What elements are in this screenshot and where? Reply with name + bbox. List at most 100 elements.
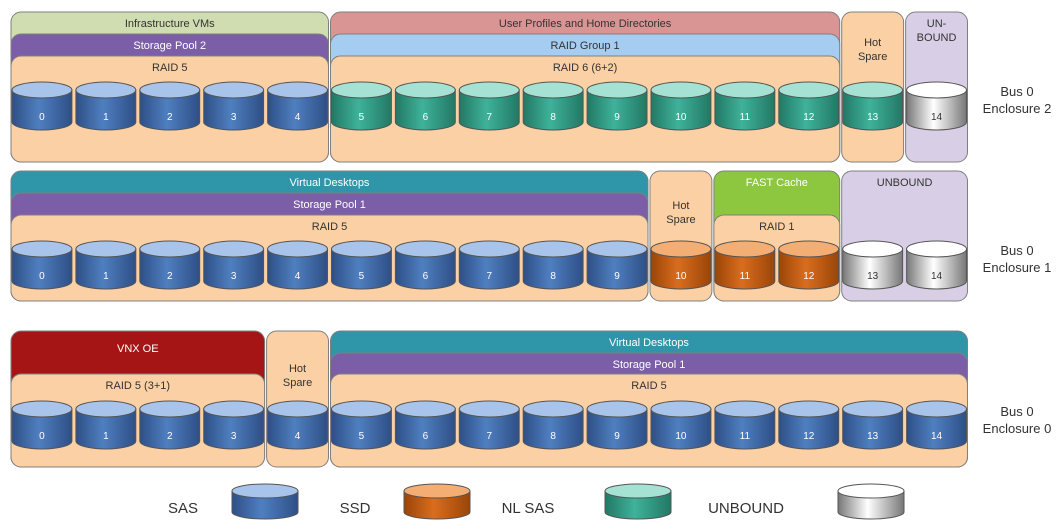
disk-10[interactable]: 10	[650, 240, 712, 290]
disk-number: 8	[550, 271, 556, 282]
disk-body	[906, 248, 967, 290]
disk-11[interactable]: 11	[714, 400, 776, 450]
disk-6[interactable]: 6	[394, 400, 456, 450]
disk-9[interactable]: 9	[586, 81, 648, 131]
disk-0[interactable]: 0	[11, 81, 73, 131]
disk-7[interactable]: 7	[458, 400, 520, 450]
disk-top	[11, 400, 73, 418]
disk-1[interactable]: 1	[75, 240, 137, 290]
disk-top	[714, 240, 776, 258]
disk-number: 10	[675, 271, 687, 282]
region-label: User Profiles and Home Directories	[499, 18, 672, 30]
disk-body	[331, 89, 392, 131]
disk-3[interactable]: 3	[203, 240, 265, 290]
disk-top	[650, 240, 712, 258]
disk-number: 5	[359, 112, 365, 123]
disk-body	[394, 408, 456, 450]
disk-3[interactable]: 3	[203, 400, 265, 450]
disk-top	[267, 240, 328, 258]
disk-2[interactable]: 2	[139, 400, 201, 450]
disk-11[interactable]: 11	[714, 240, 776, 290]
disk-number: 7	[486, 112, 492, 123]
disk-number: 2	[167, 271, 173, 282]
disk-body	[394, 248, 456, 290]
disk-number: 3	[231, 112, 237, 123]
disk-11[interactable]: 11	[714, 81, 776, 131]
disk-12[interactable]: 12	[778, 240, 840, 290]
disk-5[interactable]: 5	[331, 240, 392, 290]
region-box	[330, 55, 841, 163]
disk-9[interactable]: 9	[586, 240, 648, 290]
disk-9[interactable]: 9	[586, 400, 648, 450]
disk-1[interactable]: 1	[75, 400, 137, 450]
legend-disk-top	[604, 483, 672, 499]
disk-6[interactable]: 6	[394, 240, 456, 290]
disk-4[interactable]: 4	[267, 81, 328, 131]
region-label: RAID 1	[759, 221, 794, 233]
disk-body	[11, 89, 73, 131]
disk-number: 5	[359, 271, 365, 282]
disk-8[interactable]: 8	[522, 400, 584, 450]
enclosure-label-line: Bus 0	[1000, 243, 1033, 258]
disk-7[interactable]: 7	[458, 240, 520, 290]
disk-number: 1	[103, 271, 109, 282]
disk-body	[714, 248, 776, 290]
disk-top	[11, 81, 73, 99]
disk-5[interactable]: 5	[331, 81, 392, 131]
disk-top	[394, 400, 456, 418]
disk-4[interactable]: 4	[267, 400, 328, 450]
disk-top	[394, 240, 456, 258]
disk-8[interactable]: 8	[522, 81, 584, 131]
disk-6[interactable]: 6	[394, 81, 456, 131]
disk-body	[842, 89, 904, 131]
disk-12[interactable]: 12	[778, 81, 840, 131]
disk-body	[331, 408, 392, 450]
disk-4[interactable]: 4	[267, 240, 328, 290]
disk-0[interactable]: 0	[11, 400, 73, 450]
disk-0[interactable]: 0	[11, 240, 73, 290]
disk-body	[75, 89, 137, 131]
region-label: Virtual Desktops	[609, 337, 689, 349]
disk-12[interactable]: 12	[778, 400, 840, 450]
disk-body	[139, 408, 201, 450]
disk-14[interactable]: 14	[906, 240, 967, 290]
disk-1[interactable]: 1	[75, 81, 137, 131]
disk-number: 3	[231, 271, 237, 282]
disk-body	[778, 408, 840, 450]
disk-body	[650, 89, 712, 131]
disk-13[interactable]: 13	[842, 81, 904, 131]
disk-body	[267, 89, 328, 131]
disk-10[interactable]: 10	[650, 400, 712, 450]
disk-14[interactable]: 14	[906, 81, 967, 131]
disk-number: 4	[295, 271, 301, 282]
disk-top	[906, 240, 967, 258]
disk-top	[906, 400, 967, 418]
region-label: Virtual Desktops	[290, 177, 370, 189]
disk-body	[522, 89, 584, 131]
region-label: VNX OE	[117, 343, 159, 355]
disk-14[interactable]: 14	[906, 400, 967, 450]
region-label: RAID 6 (6+2)	[553, 62, 618, 74]
disk-2[interactable]: 2	[139, 240, 201, 290]
disk-7[interactable]: 7	[458, 81, 520, 131]
disk-number: 6	[423, 431, 429, 442]
disk-3[interactable]: 3	[203, 81, 265, 131]
disk-top	[714, 400, 776, 418]
disk-number: 7	[486, 431, 492, 442]
disk-8[interactable]: 8	[522, 240, 584, 290]
disk-body	[650, 408, 712, 450]
disk-body	[650, 248, 712, 290]
disk-10[interactable]: 10	[650, 81, 712, 131]
disk-2[interactable]: 2	[139, 81, 201, 131]
disk-number: 11	[740, 431, 751, 442]
disk-number: 2	[167, 112, 173, 123]
legend-label: NL SAS	[502, 500, 555, 517]
disk-5[interactable]: 5	[331, 400, 392, 450]
disk-13[interactable]: 13	[842, 400, 904, 450]
legend-item-sas: SAS	[168, 483, 299, 520]
disk-top	[586, 240, 648, 258]
disk-13[interactable]: 13	[842, 240, 904, 290]
